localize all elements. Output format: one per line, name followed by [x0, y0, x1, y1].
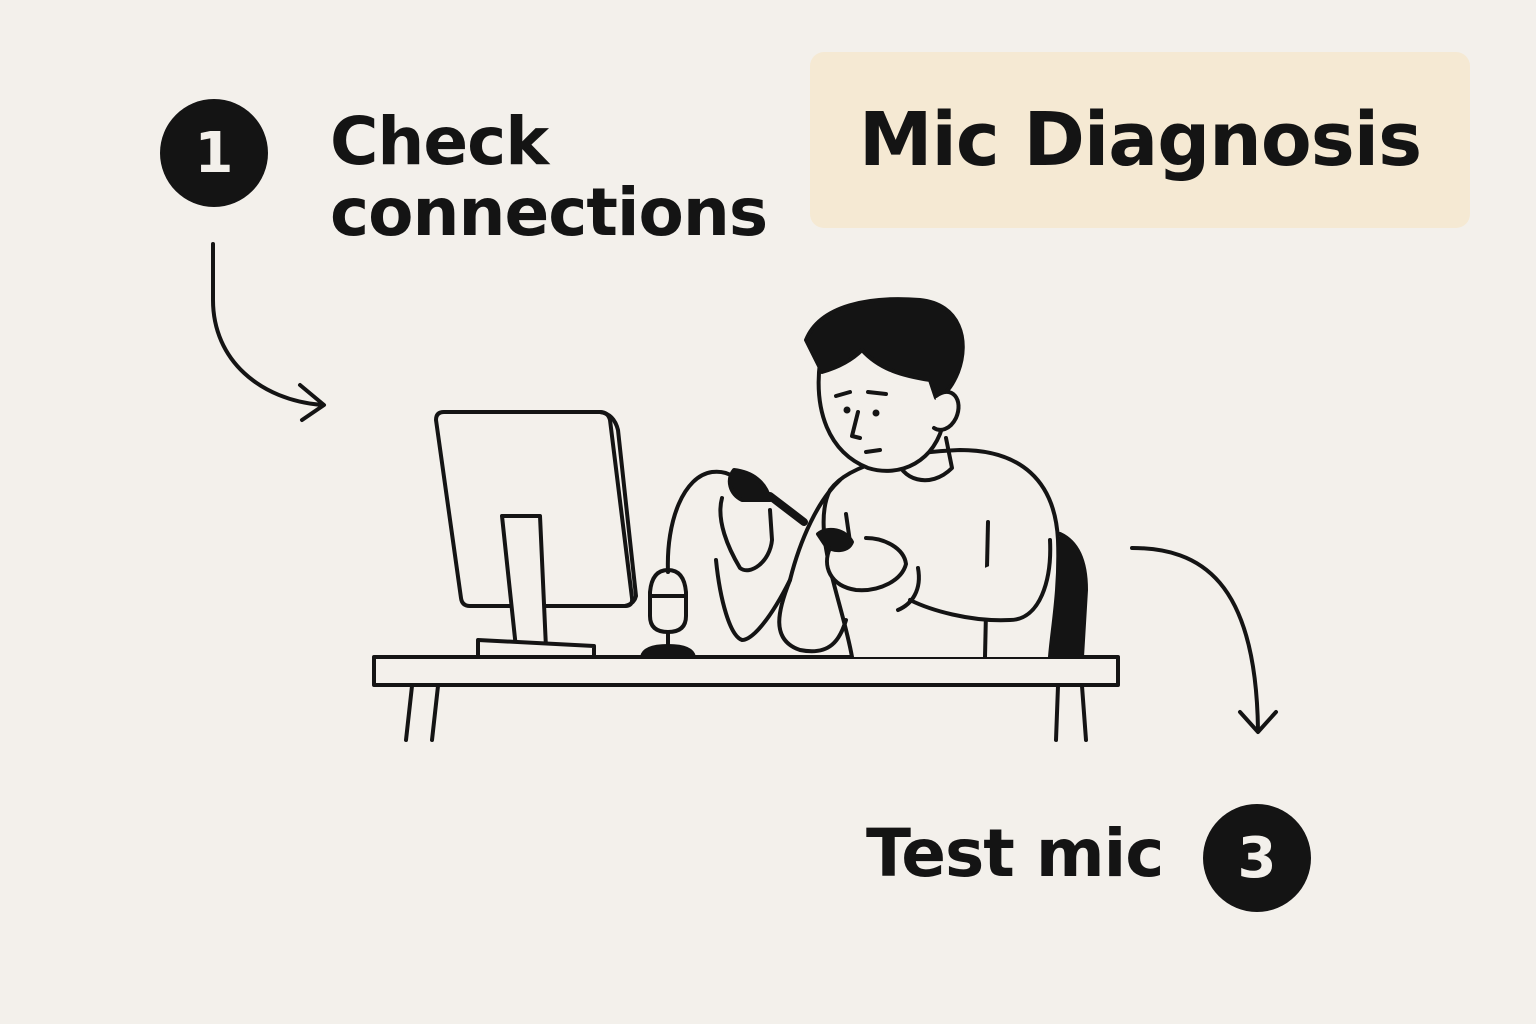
step-1-label-line1: Check: [330, 103, 549, 180]
step-1-badge: 1: [160, 99, 268, 207]
person-at-desk-illustration: [718, 297, 1061, 659]
arrow-curved-down-icon: [1130, 546, 1278, 734]
title-box: Mic Diagnosis: [810, 52, 1470, 228]
step-1-label-line2: connections: [330, 174, 768, 252]
arrow-curved-right-icon: [211, 242, 326, 422]
desk-microphone-icon: [640, 469, 848, 659]
monitor-icon: [434, 410, 638, 659]
diagram-title: Mic Diagnosis: [858, 97, 1422, 183]
step-3-label: Test mic: [866, 815, 1164, 892]
step-1-label: Check connections: [330, 106, 790, 249]
step-3-badge: 3: [1203, 804, 1311, 912]
desk-illustration: [372, 655, 1120, 742]
